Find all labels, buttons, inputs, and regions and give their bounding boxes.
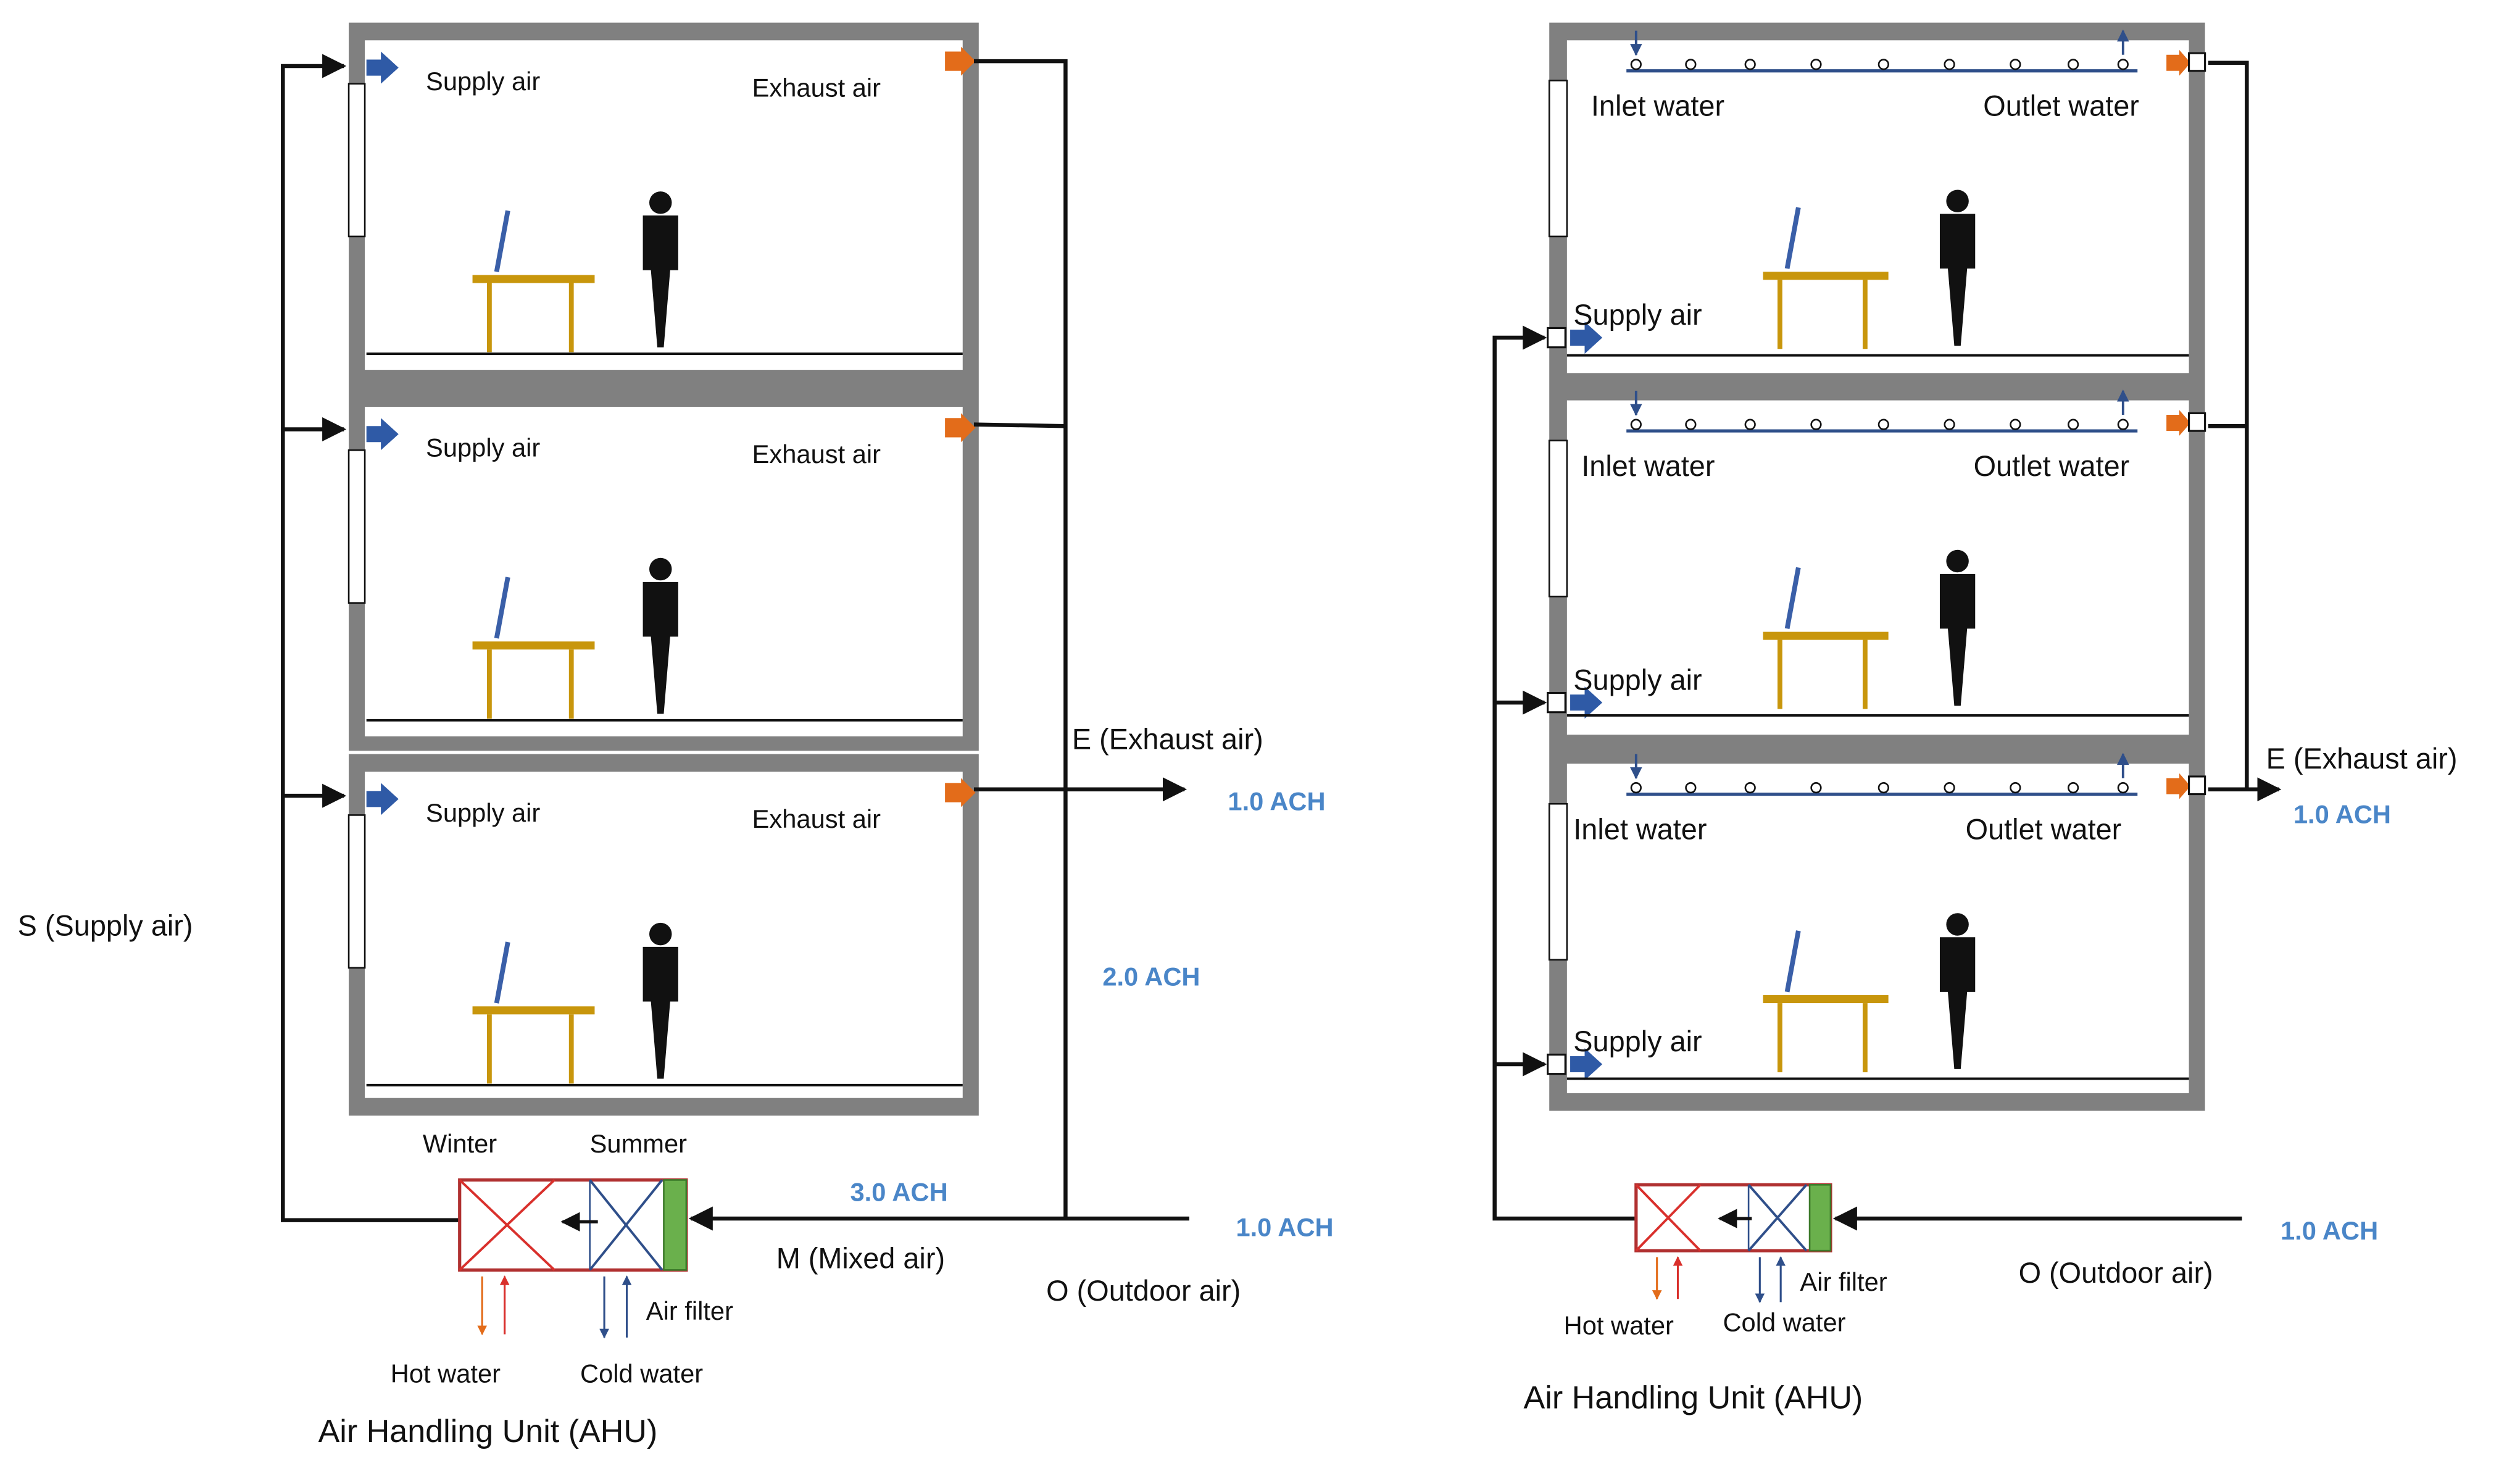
exhaust-air-arrow-icon <box>945 778 976 807</box>
right-hot-water-label: Hot water <box>1564 1311 1674 1340</box>
laptop-icon <box>1784 207 1801 269</box>
left-mixed-ach: 3.0 ACH <box>850 1177 947 1206</box>
window-icon <box>1548 802 1568 961</box>
left-supply-label: S (Supply air) <box>18 910 193 942</box>
left-room-1: Supply air Exhaust air <box>347 46 976 356</box>
person-icon <box>1946 549 1969 573</box>
left-return-duct <box>688 59 1189 1231</box>
supply-air-arrow-icon <box>1570 1048 1603 1081</box>
left-room-3: Supply air Exhaust air <box>347 778 976 1086</box>
right-room-outlet-label: Outlet water <box>1966 813 2122 845</box>
supply-air-arrow-icon <box>366 783 399 815</box>
person-icon <box>649 191 672 214</box>
right-room-inlet-label: Inlet water <box>1591 90 1724 122</box>
right-exhaust-ach: 1.0 ACH <box>2293 799 2391 828</box>
left-outdoor-label: O (Outdoor air) <box>1046 1275 1241 1307</box>
air-filter-icon <box>663 1179 688 1271</box>
left-room-2: Supply air Exhaust air <box>347 413 976 722</box>
left-room-supply-label: Supply air <box>426 433 540 462</box>
window-icon <box>1548 440 1568 598</box>
table-icon <box>472 941 595 1084</box>
left-exhaust-ach: 1.0 ACH <box>1228 787 1325 816</box>
window-icon <box>347 814 366 969</box>
right-room-inlet-label: Inlet water <box>1573 813 1707 845</box>
left-ahu-title: Air Handling Unit (AHU) <box>318 1414 658 1449</box>
left-return-ach: 2.0 ACH <box>1102 962 1200 991</box>
exhaust-air-arrow-icon <box>2166 410 2191 436</box>
summer-label: Summer <box>590 1129 688 1158</box>
exhaust-air-arrow-icon <box>945 46 976 76</box>
window-icon <box>347 83 366 238</box>
right-ahu <box>1634 1183 1832 1303</box>
right-room-supply-label: Supply air <box>1573 1025 1702 1057</box>
left-air-filter-label: Air filter <box>646 1296 733 1325</box>
person-icon <box>1946 190 1969 212</box>
right-air-filter-label: Air filter <box>1800 1267 1887 1296</box>
right-cold-water-label: Cold water <box>1723 1307 1845 1336</box>
laptop-icon <box>494 210 510 272</box>
window-icon <box>347 449 366 604</box>
right-exhaust-duct <box>2208 60 2282 802</box>
exhaust-air-arrow-icon <box>2166 773 2191 799</box>
supply-air-arrow-icon <box>366 51 399 84</box>
left-hot-water-label: Hot water <box>391 1359 501 1388</box>
exhaust-air-arrow-icon <box>945 413 976 443</box>
right-room-outlet-label: Outlet water <box>1974 450 2130 482</box>
left-room-supply-label: Supply air <box>426 798 540 827</box>
winter-label: Winter <box>423 1129 497 1158</box>
table-icon <box>1763 207 1889 349</box>
left-ahu <box>458 1178 688 1339</box>
laptop-icon <box>494 577 510 639</box>
left-room-exhaust-label: Exhaust air <box>752 73 881 102</box>
right-exhaust-label: E (Exhaust air) <box>2266 743 2458 775</box>
right-supply-duct <box>1492 325 2242 1231</box>
left-cold-water-label: Cold water <box>580 1359 703 1388</box>
left-supply-duct <box>281 54 460 1222</box>
laptop-icon <box>1784 567 1801 630</box>
person-icon <box>649 557 672 581</box>
table-icon <box>472 210 595 352</box>
exhaust-air-arrow-icon <box>2166 49 2191 76</box>
right-outdoor-ach: 1.0 ACH <box>2281 1216 2378 1245</box>
supply-air-arrow-icon <box>1570 686 1603 719</box>
supply-air-arrow-icon <box>1570 321 1603 354</box>
right-room-supply-label: Supply air <box>1573 664 1702 696</box>
right-outdoor-label: O (Outdoor air) <box>2019 1257 2213 1289</box>
left-room-supply-label: Supply air <box>426 67 540 96</box>
laptop-icon <box>494 941 510 1004</box>
left-exhaust-label: E (Exhaust air) <box>1072 723 1263 756</box>
left-room-exhaust-label: Exhaust air <box>752 440 881 469</box>
left-room-exhaust-label: Exhaust air <box>752 804 881 833</box>
right-building <box>1549 22 2205 1111</box>
laptop-icon <box>1784 930 1801 993</box>
person-icon <box>1946 913 1969 936</box>
table-icon <box>1763 930 1889 1073</box>
supply-air-arrow-icon <box>366 418 399 451</box>
right-room-inlet-label: Inlet water <box>1581 450 1715 482</box>
right-room-supply-label: Supply air <box>1573 299 1702 331</box>
table-icon <box>472 577 595 719</box>
table-icon <box>1763 567 1889 709</box>
right-air-filter-icon <box>1808 1184 1832 1252</box>
person-icon <box>649 922 672 946</box>
right-ahu-title: Air Handling Unit (AHU) <box>1524 1380 1863 1415</box>
left-outdoor-ach: 1.0 ACH <box>1236 1213 1333 1242</box>
left-mixed-label: M (Mixed air) <box>776 1243 945 1275</box>
window-icon <box>1548 80 1568 238</box>
right-room-outlet-label: Outlet water <box>1983 90 2139 122</box>
